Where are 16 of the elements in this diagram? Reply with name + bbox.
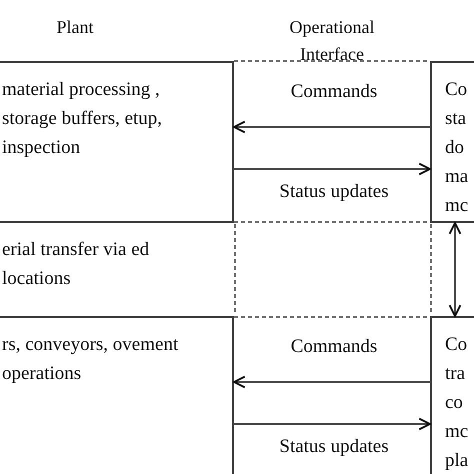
arrow xyxy=(233,376,430,388)
plant-box xyxy=(0,316,234,474)
box-text: material processing , storage buffers, etup, inspection xyxy=(2,78,164,160)
box-text: Co tra co mc pla xyxy=(445,333,470,473)
arrow xyxy=(234,418,431,430)
plant-box xyxy=(0,61,234,223)
box-text: erial transfer via ed locations xyxy=(2,238,150,291)
box-text: rs, conveyors, ovement operations xyxy=(2,333,180,386)
controller-box xyxy=(430,61,474,223)
arrow xyxy=(233,120,430,134)
arrow xyxy=(448,222,462,317)
arrow xyxy=(234,162,431,176)
column-heading: Operational Interface xyxy=(288,16,376,66)
box-text: Co sta do ma mc xyxy=(445,78,470,218)
column-heading: Plant xyxy=(55,16,94,39)
controller-box xyxy=(430,316,474,474)
